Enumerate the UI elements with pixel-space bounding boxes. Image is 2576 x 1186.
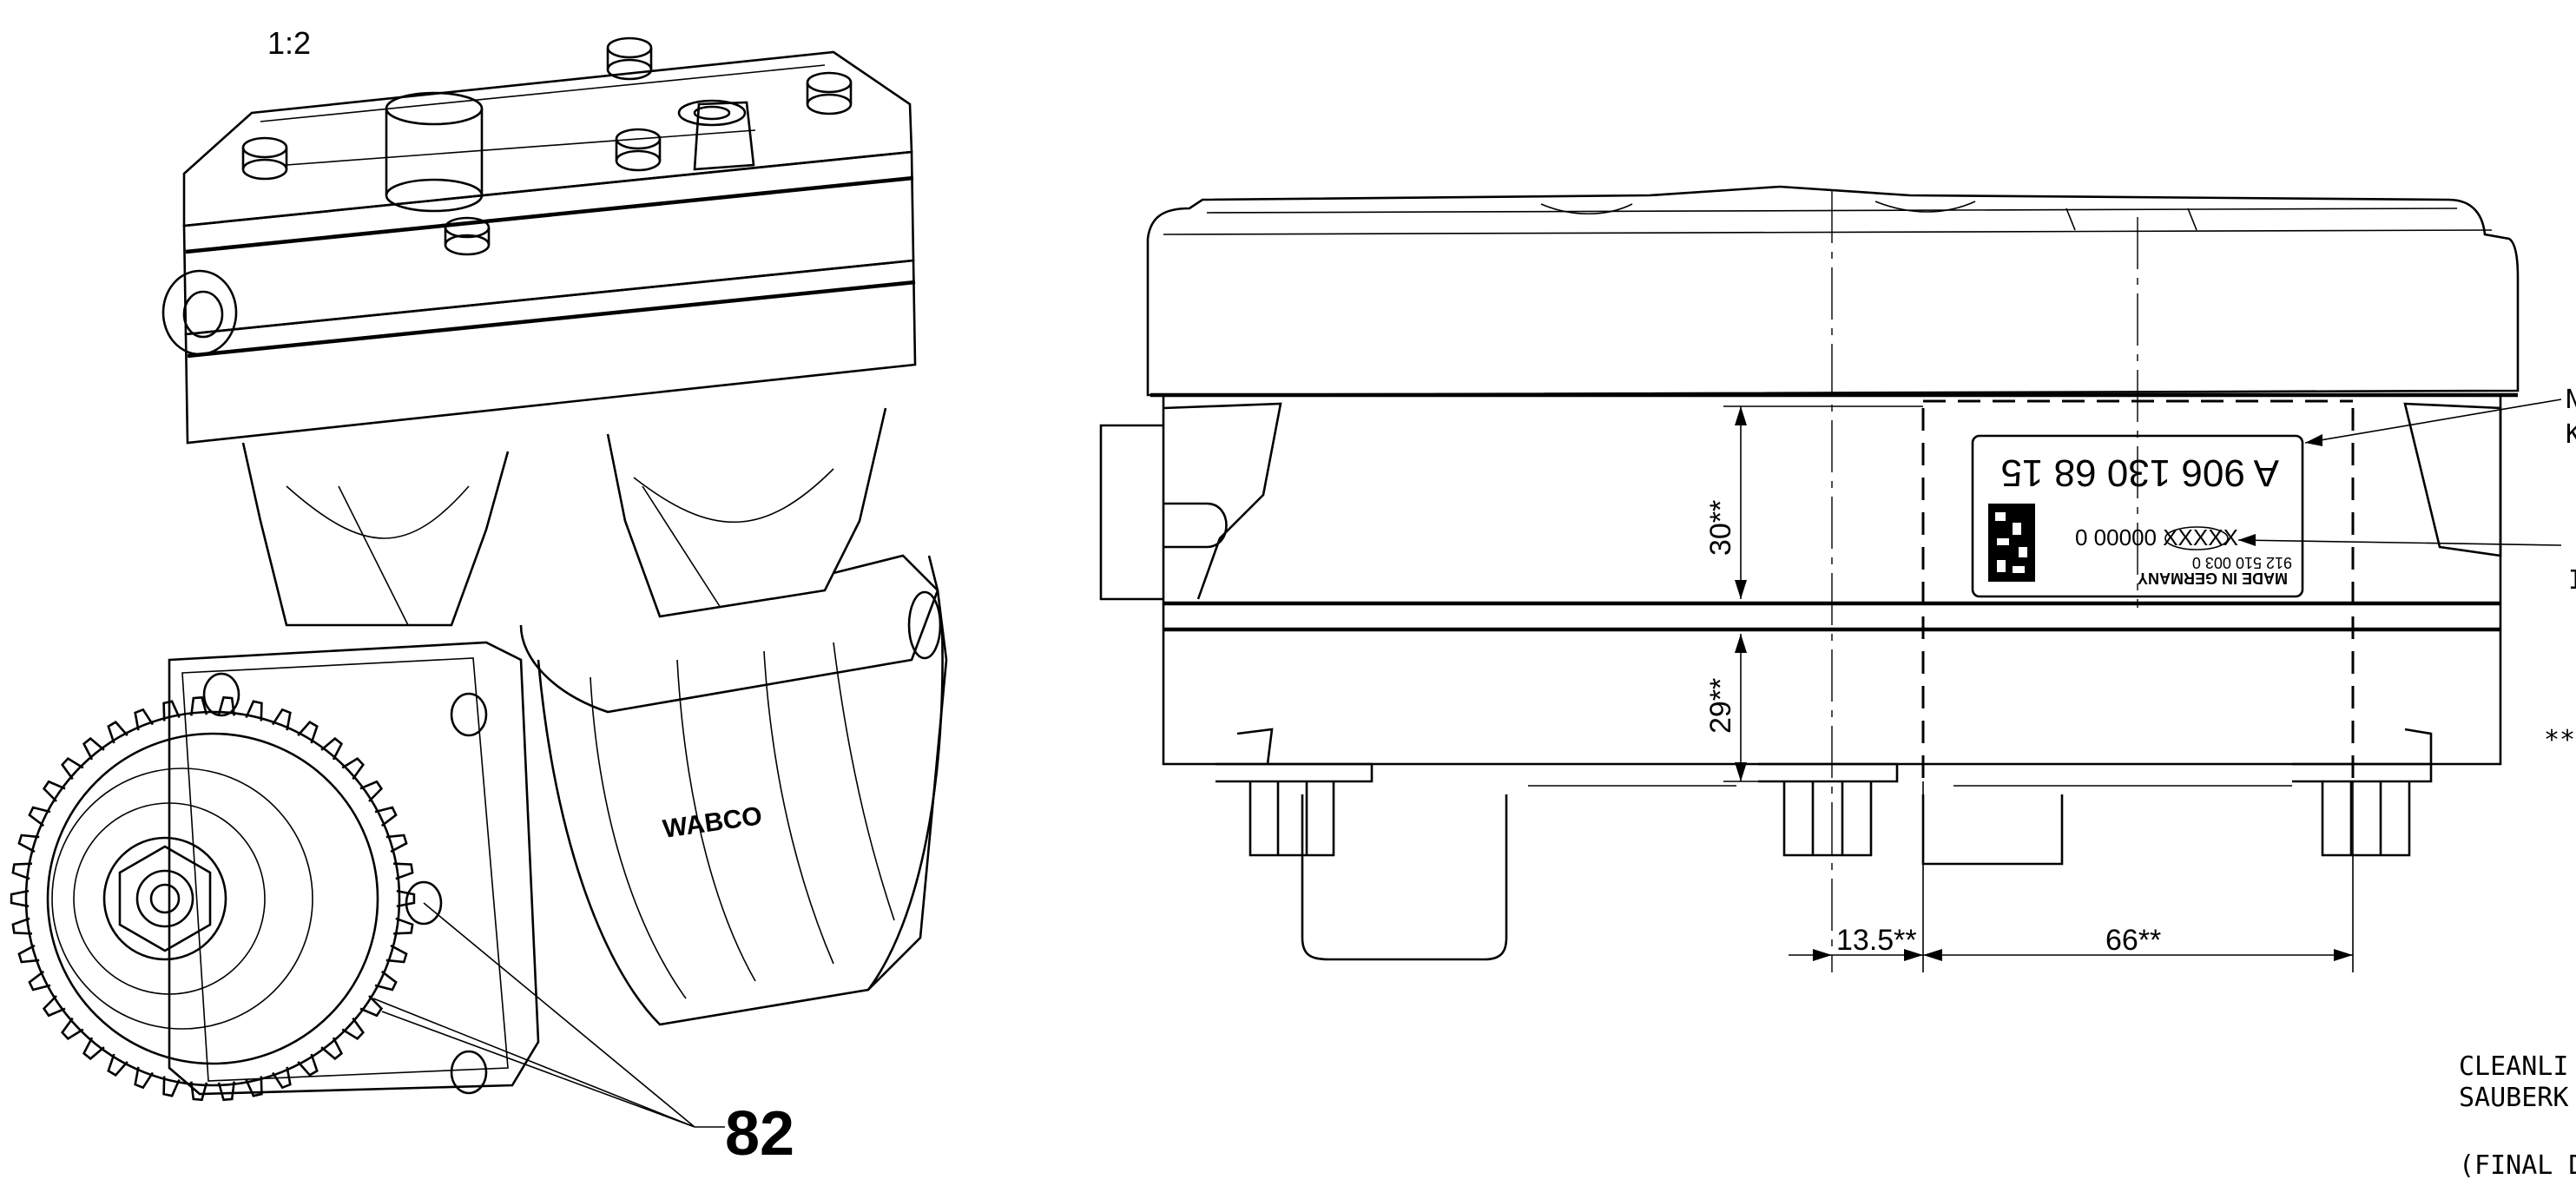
dim-13-5: 13.5** bbox=[1836, 924, 1917, 957]
label-zone-frame bbox=[1921, 399, 2355, 781]
bottom-bolts bbox=[1216, 762, 2433, 857]
isometric-view: 1:2 bbox=[10, 25, 948, 1169]
nameplate: A 906 130 68 15 0 00000 XXXXX MADE IN GE… bbox=[1971, 434, 2304, 598]
edge-label-i: I bbox=[2568, 565, 2576, 596]
edge-label-k: K bbox=[2566, 419, 2576, 450]
brand-logo: WABCO bbox=[661, 801, 763, 844]
gear-tooth-outline bbox=[10, 695, 416, 1102]
dimension-vertical: 30** 29** bbox=[1704, 405, 1923, 782]
edge-label-stars: ** bbox=[2544, 725, 2575, 755]
dim-29: 29** bbox=[1704, 678, 1737, 734]
final-note: (FINAL D bbox=[2459, 1150, 2576, 1181]
dim-30: 30** bbox=[1704, 500, 1737, 556]
dim-66: 66** bbox=[2105, 924, 2161, 957]
side-view: A 906 130 68 15 0 00000 XXXXX MADE IN GE… bbox=[1099, 185, 2576, 1181]
callout-number: 82 bbox=[725, 1099, 794, 1169]
head-bolts bbox=[241, 36, 853, 256]
callout-82: 82 bbox=[372, 902, 794, 1169]
scale-label: 1:2 bbox=[267, 25, 311, 61]
cleanliness-note-1: CLEANLI bbox=[2459, 1051, 2568, 1082]
edge-label-n: N bbox=[2566, 385, 2576, 415]
cylinder-head bbox=[161, 36, 917, 445]
nameplate-made-in: MADE IN GERMANY bbox=[2138, 570, 2288, 587]
front-flange bbox=[168, 641, 540, 1096]
cleanliness-note-2: SAUBERK bbox=[2459, 1083, 2568, 1113]
nameplate-code: 912 510 003 0 bbox=[2192, 554, 2292, 571]
data-matrix-code bbox=[1988, 504, 2035, 582]
dimension-horizontal: 13.5** 66** bbox=[1789, 781, 2354, 972]
gear-teeth bbox=[10, 695, 416, 1102]
crankcase: WABCO bbox=[241, 407, 948, 1026]
drive-gear bbox=[10, 695, 416, 1102]
nameplate-part-number: A 906 130 68 15 bbox=[2000, 451, 2279, 494]
